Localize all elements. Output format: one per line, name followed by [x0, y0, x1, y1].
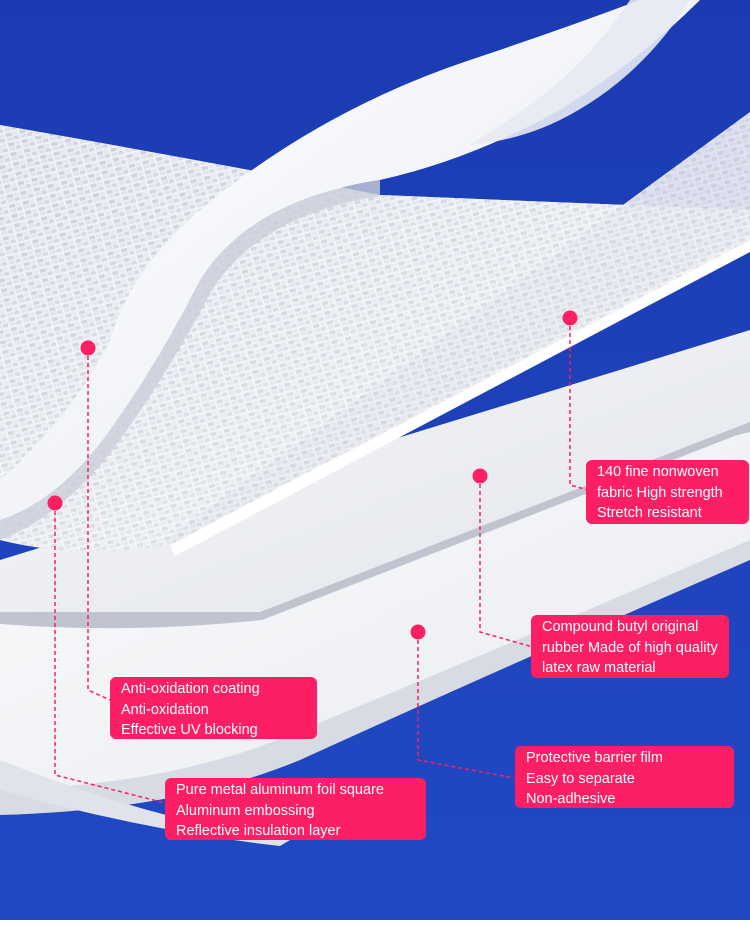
callout-line: fabric High strength — [597, 484, 723, 501]
callout-line: Easy to separate — [526, 770, 635, 787]
callout-line: rubber Made of high quality — [542, 639, 718, 656]
callout-line: Anti-oxidation coating — [121, 681, 260, 697]
peel-shadow — [0, 180, 380, 540]
leader-line-butyl — [479, 484, 534, 648]
callout-line: Protective barrier film — [526, 750, 663, 766]
callout-anti-oxidation-coating: Anti-oxidation coating Anti-oxidation Ef… — [110, 677, 317, 739]
leader-line-foil — [54, 511, 166, 804]
callout-line: 140 fine nonwoven — [597, 464, 719, 480]
leader-line-nonwoven — [569, 326, 589, 491]
top-sheet-curl — [470, 0, 690, 145]
leader-line-coating — [87, 356, 111, 701]
upper-sheet-edge — [170, 240, 750, 556]
callout-line: Anti-oxidation — [121, 701, 209, 718]
butyl-rubber-sheet — [0, 330, 750, 624]
leader-line-barrier — [417, 640, 515, 779]
callout-line: Stretch resistant — [597, 505, 702, 521]
marker-dot-foil — [47, 495, 63, 511]
marker-dot-butyl — [472, 468, 488, 484]
marker-dot-nonwoven — [562, 310, 578, 326]
callout-line: Aluminum embossing — [176, 802, 315, 819]
callout-protective-barrier-film: Protective barrier film Easy to separate… — [515, 746, 734, 808]
marker-dot-barrier — [410, 624, 426, 640]
callout-nonwoven-fabric: 140 fine nonwoven fabric High strength S… — [586, 460, 749, 524]
callout-butyl-rubber: Compound butyl original rubber Made of h… — [531, 615, 729, 678]
bottom-white-strip — [0, 920, 750, 937]
callout-line: Non-adhesive — [526, 791, 616, 807]
marker-dot-coating — [80, 340, 96, 356]
upper-sheet-weave — [165, 112, 750, 545]
callout-aluminum-foil: Pure metal aluminum foil square Aluminum… — [165, 778, 426, 840]
callout-line: Pure metal aluminum foil square — [176, 782, 384, 798]
callout-line: Effective UV blocking — [121, 722, 258, 738]
callout-line: Reflective insulation layer — [176, 823, 341, 839]
callout-line: Compound butyl original — [542, 619, 699, 635]
callout-line: latex raw material — [542, 660, 656, 676]
